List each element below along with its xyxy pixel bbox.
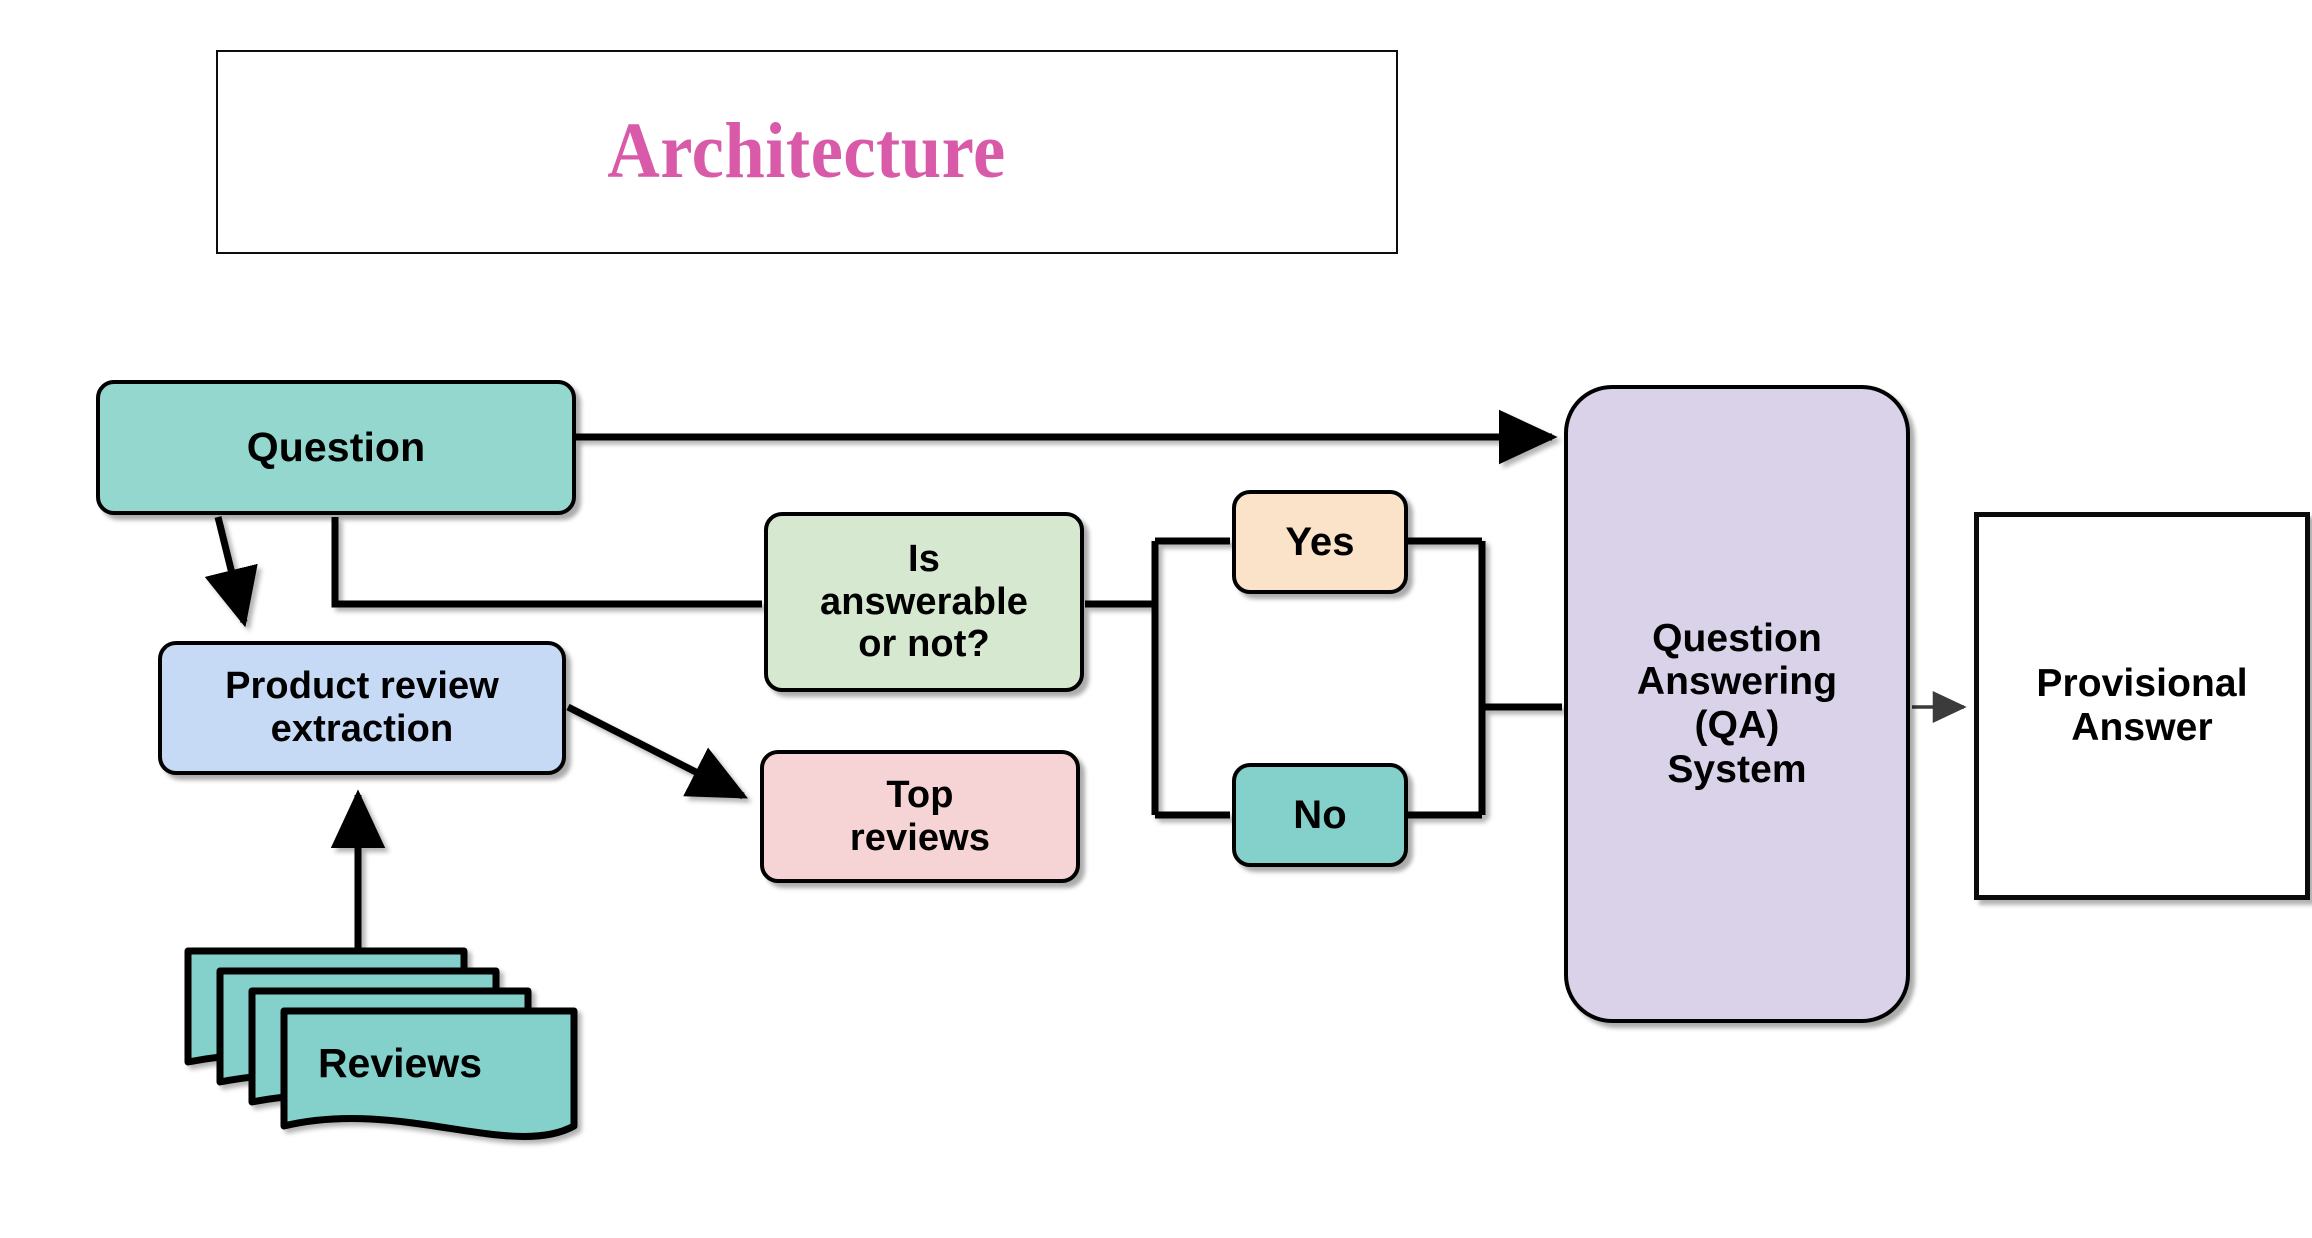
node-yes-label: Yes xyxy=(1285,519,1355,564)
node-no[interactable]: No xyxy=(1232,763,1408,867)
node-no-label: No xyxy=(1293,792,1347,837)
node-top-reviews[interactable]: Top reviews xyxy=(760,750,1080,883)
node-top-reviews-label: Top reviews xyxy=(850,774,990,859)
node-yes[interactable]: Yes xyxy=(1232,490,1408,594)
node-provisional-answer[interactable]: Provisional Answer xyxy=(1974,512,2310,900)
node-qa-system-label: Question Answering (QA) System xyxy=(1637,617,1837,792)
node-is-answerable-label: Is answerable or not? xyxy=(820,538,1028,666)
edge-question-to-product-review xyxy=(204,516,258,628)
node-product-review-extraction-label: Product review extraction xyxy=(225,665,499,750)
node-qa-system[interactable]: Question Answering (QA) System xyxy=(1564,385,1910,1023)
node-product-review-line1: Product review xyxy=(225,665,499,708)
node-product-review-extraction[interactable]: Product review extraction xyxy=(158,641,566,775)
node-qa-system-line1: Question xyxy=(1652,616,1822,660)
node-is-answerable-line2: answerable xyxy=(820,580,1028,623)
node-question[interactable]: Question xyxy=(96,380,576,515)
title-banner: Architecture xyxy=(216,50,1398,254)
node-qa-system-line4: System xyxy=(1667,747,1807,791)
node-provisional-answer-line1: Provisional xyxy=(2036,662,2248,706)
node-reviews-label: Reviews xyxy=(317,1040,483,1086)
node-top-reviews-line1: Top xyxy=(886,773,954,816)
node-is-answerable-line3: or not? xyxy=(858,623,990,666)
page-title: Architecture xyxy=(607,108,1007,195)
node-provisional-answer-label: Provisional Answer xyxy=(2036,662,2247,749)
node-product-review-line2: extraction xyxy=(270,708,454,750)
node-is-answerable-line1: Is xyxy=(908,538,940,581)
edge-product-review-to-top-reviews xyxy=(566,703,748,800)
node-question-label: Question xyxy=(246,423,426,470)
node-is-answerable[interactable]: Is answerable or not? xyxy=(764,512,1084,692)
node-top-reviews-line2: reviews xyxy=(849,816,991,859)
reviews-sheet-4 xyxy=(280,1007,578,1140)
node-provisional-answer-line2: Answer xyxy=(2071,706,2213,749)
reviews-document-stack xyxy=(184,947,578,1140)
node-qa-system-line2: Answering xyxy=(1636,660,1838,704)
node-qa-system-line3: (QA) xyxy=(1694,704,1780,747)
edge-question-to-is-answerable xyxy=(331,517,762,608)
